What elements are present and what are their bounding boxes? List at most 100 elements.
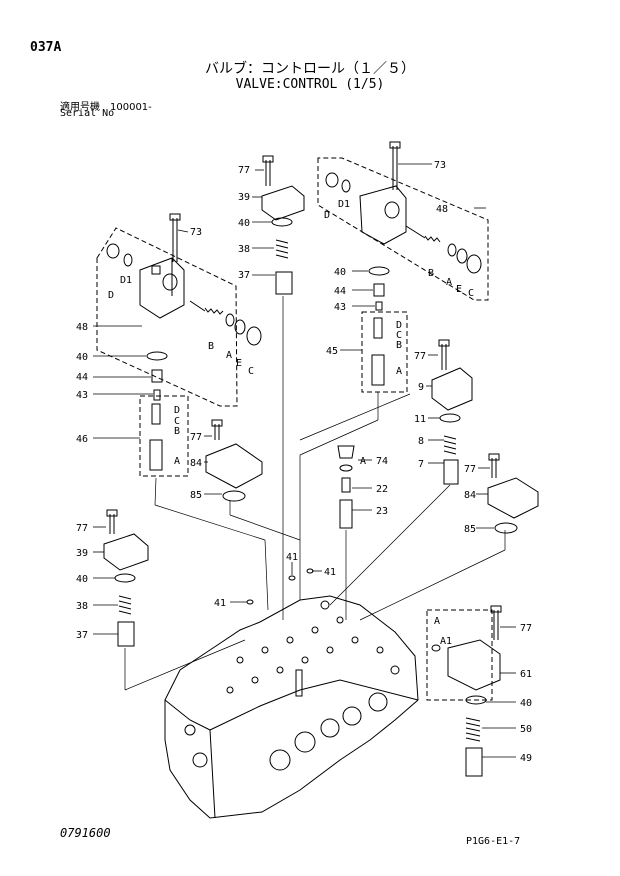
title-japanese: バルブ：コントロール（１／５） <box>205 61 415 77</box>
spring-43-left <box>153 389 161 401</box>
o-ring-40-left <box>146 351 168 361</box>
callout-73: 73 <box>190 227 202 238</box>
callout-23: 23 <box>376 506 388 517</box>
callout-77: 77 <box>190 432 202 443</box>
detail-letter-d1: D1 <box>338 199 350 210</box>
detail-letter-a: A <box>446 277 452 288</box>
detail-letter-b: B <box>174 426 180 437</box>
callout-40: 40 <box>76 352 88 363</box>
callout-40: 40 <box>238 218 250 229</box>
title-english: VALVE:CONTROL (1/5) <box>235 77 385 92</box>
detail-letter-c: C <box>468 288 474 299</box>
callout-41: 41 <box>214 598 226 609</box>
spool-valve-assembly-48-left <box>106 213 262 346</box>
detail-letter-d: D <box>108 290 114 301</box>
callout-46: 46 <box>76 434 88 445</box>
callout-84: 84 <box>464 490 476 501</box>
callout-8: 8 <box>418 436 424 447</box>
detail-letter-e: E <box>236 358 242 369</box>
callout-49: 49 <box>520 753 532 764</box>
o-ring-41a <box>288 575 296 581</box>
cover-stack-bottom-left <box>103 509 149 647</box>
callout-85: 85 <box>190 490 202 501</box>
callout-43: 43 <box>76 390 88 401</box>
callout-50: 50 <box>520 724 532 735</box>
callout-43: 43 <box>334 302 346 313</box>
cover-84-right <box>487 453 539 534</box>
callout-37: 37 <box>76 630 88 641</box>
callout-84: 84 <box>190 458 202 469</box>
valve-46 <box>149 403 163 471</box>
detail-letter-a: A <box>396 366 402 377</box>
page-code: 037A <box>30 40 62 55</box>
detail-letter-c: C <box>248 366 254 377</box>
callout-77: 77 <box>238 165 250 176</box>
serial-label: Serial No <box>60 108 115 119</box>
callout-39: 39 <box>76 548 88 559</box>
detail-letter-d: D <box>396 320 402 331</box>
spring-43-right <box>375 301 383 311</box>
cover-84-left <box>205 419 263 502</box>
detail-letter-d: D <box>174 405 180 416</box>
plug-44-right <box>373 283 385 297</box>
callout-40: 40 <box>76 574 88 585</box>
detail-letter-c: C <box>396 330 402 341</box>
detail-letter-d1: D1 <box>120 275 132 286</box>
cover-stack-61 <box>431 605 502 777</box>
cover-stack-top-center <box>261 155 305 295</box>
detail-letters: D D1 B A E C D D1 B A E C D C B A D C B … <box>108 199 474 647</box>
detail-letter-e: E <box>456 284 462 295</box>
cover-stack-right-middle <box>431 339 473 485</box>
callout-48: 48 <box>436 204 448 215</box>
detail-letter-a: A <box>434 616 440 627</box>
detail-letter-b: B <box>208 341 214 352</box>
callout-74: 74 <box>376 456 388 467</box>
dashed-group-boxes <box>96 157 493 701</box>
callout-37: 37 <box>238 270 250 281</box>
figure-code: P1G6-E1-7 <box>466 836 521 847</box>
detail-letter-b: B <box>428 268 434 279</box>
document-number: 0791600 <box>60 826 111 840</box>
callout-40: 40 <box>520 698 532 709</box>
callout-85: 85 <box>464 524 476 535</box>
callout-77: 77 <box>520 623 532 634</box>
leader-lines <box>93 163 516 758</box>
connection-lines <box>124 296 506 691</box>
callout-48: 48 <box>76 322 88 333</box>
callout-9: 9 <box>418 382 424 393</box>
callout-41: 41 <box>324 567 336 578</box>
callout-22: 22 <box>376 484 388 495</box>
callout-44: 44 <box>76 372 88 383</box>
detail-letter-a: A <box>174 456 180 467</box>
callout-38: 38 <box>76 601 88 612</box>
callout-44: 44 <box>334 286 346 297</box>
detail-letter-b: B <box>396 340 402 351</box>
plug-44-left <box>151 369 163 383</box>
callout-45: 45 <box>326 346 338 357</box>
o-ring-40-right <box>368 266 390 276</box>
callout-labels: 77 39 40 38 37 73 48 40 44 43 46 73 48 4… <box>76 160 532 764</box>
callout-11: 11 <box>414 414 426 425</box>
detail-letter-d: D <box>324 210 330 221</box>
detail-letter-a: A <box>226 350 232 361</box>
detail-letter-c: C <box>174 416 180 427</box>
callout-77: 77 <box>414 351 426 362</box>
spool-valve-assembly-48-right <box>325 141 482 274</box>
detail-letter-a: A <box>360 456 366 467</box>
serial-range-japanese: 適用号機 100001- <box>60 102 152 113</box>
callout-41: 41 <box>286 552 298 563</box>
callout-77: 77 <box>76 523 88 534</box>
o-ring-41c <box>246 599 254 605</box>
callout-73: 73 <box>434 160 446 171</box>
callout-61: 61 <box>520 669 532 680</box>
valve-45 <box>371 317 385 386</box>
callout-38: 38 <box>238 244 250 255</box>
callout-7: 7 <box>418 459 424 470</box>
callout-40: 40 <box>334 267 346 278</box>
control-valve-body <box>164 595 419 819</box>
detail-letter-a1: A1 <box>440 636 452 647</box>
callout-77: 77 <box>464 464 476 475</box>
plug-74-stack <box>337 445 355 529</box>
callout-39: 39 <box>238 192 250 203</box>
